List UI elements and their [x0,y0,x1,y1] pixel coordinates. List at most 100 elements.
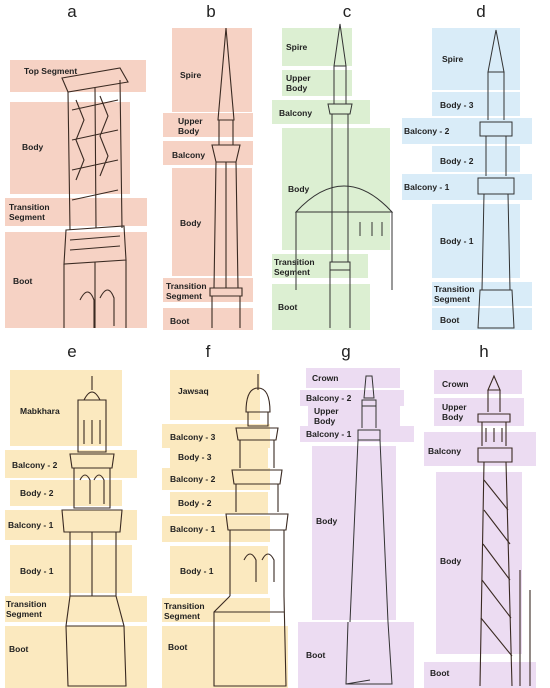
label-top-segment: Top Segment [24,66,78,76]
band-spire [432,28,520,90]
label-balcony: Balcony [279,108,313,118]
band-upper-body [434,398,524,426]
band-balcony [424,432,536,466]
band-body-2 [432,146,520,172]
label-body-2: Body - 2 [20,488,54,498]
label-spire: Spire [286,42,308,52]
label-balcony: Balcony [428,446,462,456]
label-balcony-1: Balcony - 1 [8,520,54,530]
band-body-1 [10,545,132,593]
label-transition-segment: Transition Segment [9,202,50,222]
band-body-2 [10,480,122,506]
label-transition-segment: Transition Segment [164,601,205,621]
band-jawsaq [170,370,260,420]
label-body-1: Body - 1 [20,566,54,576]
band-upper-body [308,406,400,426]
band-balcony-2 [300,390,404,406]
label-crown: Crown [312,373,339,383]
label-crown: Crown [442,379,469,389]
label-balcony-2: Balcony - 2 [170,474,216,484]
label-body-3: Body - 3 [178,452,212,462]
label-mabkhara: Mabkhara [20,406,60,416]
panel-letter: b [206,2,216,21]
band-transition [272,254,368,278]
band-body-1 [432,204,520,278]
panel-letter: h [479,342,489,361]
band-spire [172,28,252,112]
band-body [436,472,522,654]
label-spire: Spire [442,54,464,64]
panel-letter: d [476,2,486,21]
label-upper-body: Upper Body [442,402,467,422]
label-jawsaq: Jawsaq [178,386,209,396]
label-boot: Boot [278,302,298,312]
label-body-2: Body - 2 [178,498,212,508]
label-balcony: Balcony [172,150,206,160]
band-transition [5,198,147,226]
band-boot [432,308,532,330]
label-balcony-1: Balcony - 1 [170,524,216,534]
band-boot [5,232,147,328]
band-balcony-1 [300,426,414,442]
label-balcony-1: Balcony - 1 [306,429,352,439]
panel-letter: a [67,2,77,21]
band-crown [306,368,400,388]
band-body-3 [432,92,520,116]
label-boot: Boot [430,668,450,678]
band-boot [163,308,253,330]
label-body: Body [288,184,310,194]
label-upper-body: Upper Body [178,116,203,136]
label-balcony-2: Balcony - 2 [12,460,58,470]
band-transition [5,596,147,622]
band-balcony-1 [162,516,270,542]
band-balcony-1 [5,510,137,540]
label-boot: Boot [9,644,29,654]
band-boot [272,284,370,330]
band-boot [162,626,288,688]
band-boot [298,622,414,688]
band-crown [434,370,522,394]
label-boot: Boot [13,276,33,286]
label-boot: Boot [306,650,326,660]
band-balcony [272,100,370,124]
label-boot: Boot [168,642,188,652]
band-mabkhara [10,370,122,446]
label-transition-segment: Transition Segment [166,281,207,301]
label-upper-body: Upper Body [314,406,339,426]
label-body: Body [440,556,462,566]
label-transition-segment: Transition Segment [434,284,475,304]
panel-letter: g [341,342,351,361]
label-body-1: Body - 1 [440,236,474,246]
label-boot: Boot [440,315,460,325]
label-boot: Boot [170,316,190,326]
label-transition-segment: Transition Segment [6,599,47,619]
band-upper-body [282,70,352,96]
label-body-2: Body - 2 [440,156,474,166]
band-top-segment [10,60,146,92]
label-body-3: Body - 3 [440,100,474,110]
label-balcony-3: Balcony - 3 [170,432,216,442]
band-body [10,102,130,194]
label-body-1: Body - 1 [180,566,214,576]
band-spire [282,28,352,66]
panel-letter: c [342,2,352,21]
band-body-2 [170,492,268,514]
panel-letter: e [67,342,77,361]
label-body: Body [22,142,44,152]
label-upper-body: Upper Body [286,73,311,93]
label-spire: Spire [180,70,202,80]
band-upper-body [163,113,253,137]
band-body [172,168,252,276]
label-transition-segment: Transition Segment [274,257,315,277]
label-balcony-1: Balcony - 1 [404,182,450,192]
label-balcony-2: Balcony - 2 [306,393,352,403]
label-body: Body [180,218,202,228]
